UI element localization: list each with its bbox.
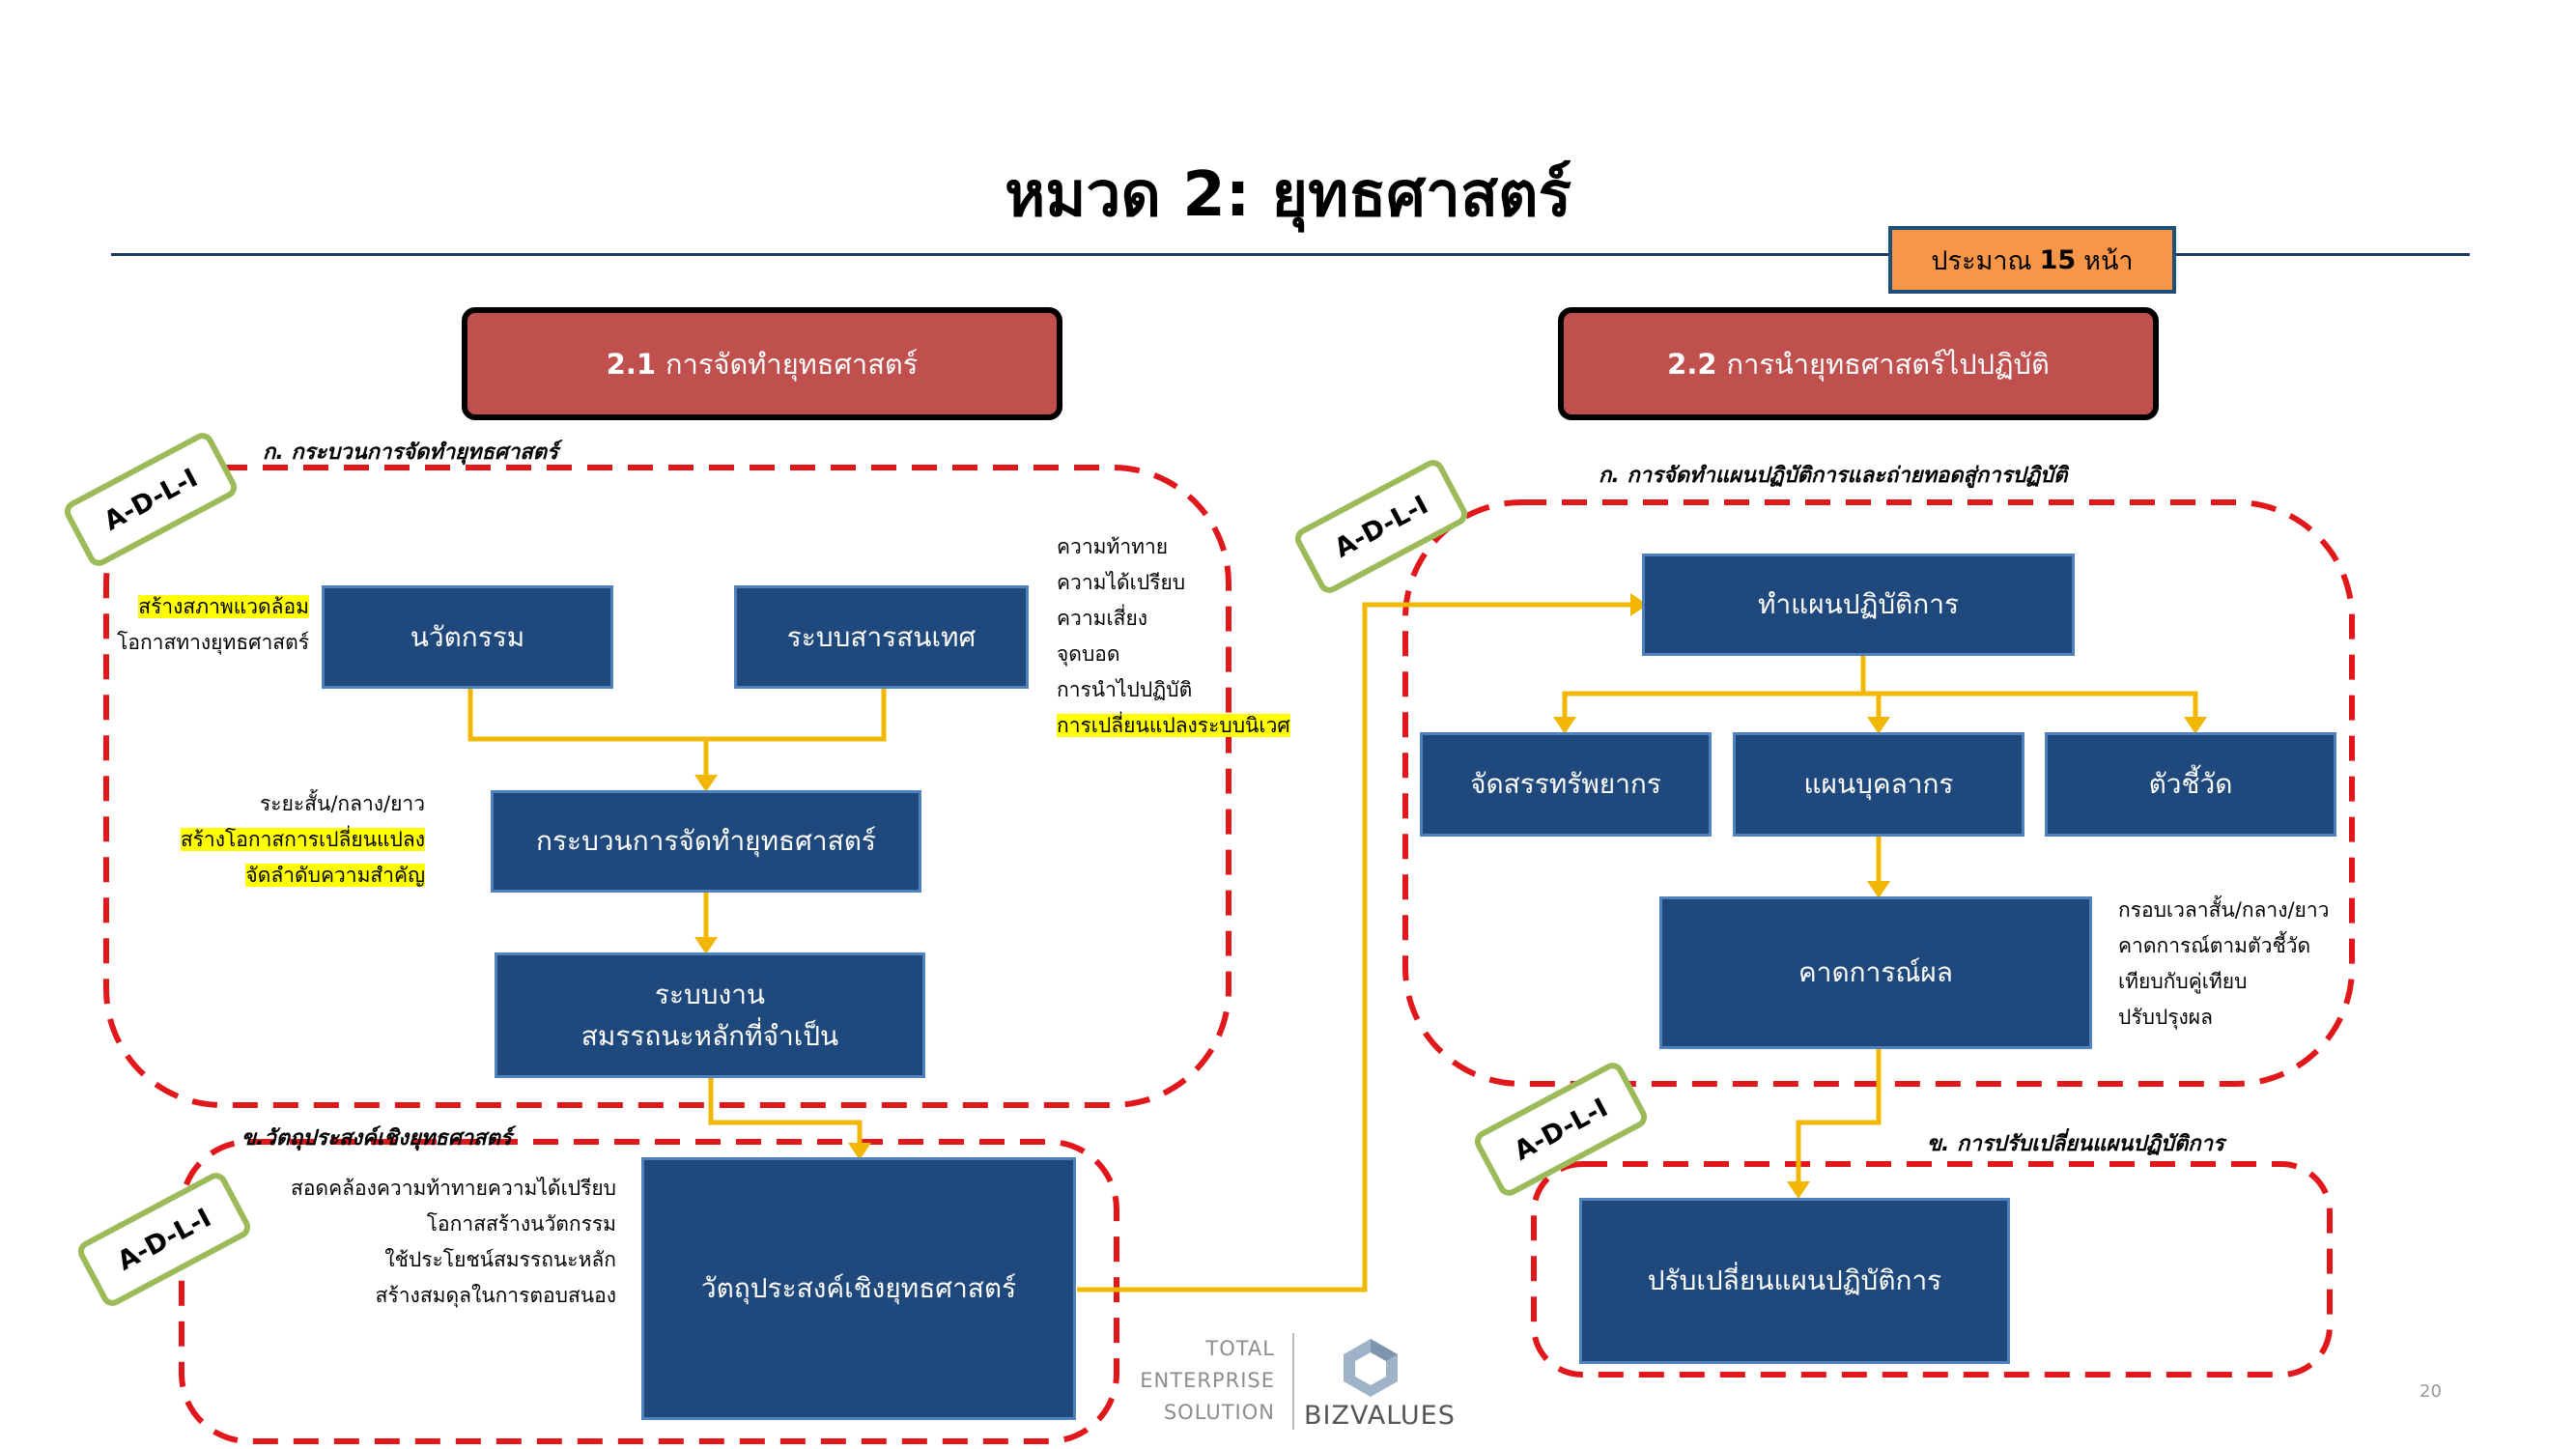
section-2-2-number: 2.2 <box>1667 347 1717 381</box>
connector-innovation-to-process <box>467 689 887 742</box>
bizvalues-logo-icon <box>1344 1339 1398 1397</box>
arrowhead <box>1553 717 1576 734</box>
note-objective-item: โอกาสสร้างนวัตกรรม <box>426 1212 616 1236</box>
page-number: 20 <box>2420 1381 2442 1402</box>
note-objective-item: สอดคล้องความท้าทายความได้เปรียบ <box>291 1177 616 1200</box>
logo-divider <box>1292 1333 1294 1430</box>
arrowhead <box>848 1143 871 1160</box>
box-strategy-process: กระบวนการจัดทำยุทธศาสตร์ <box>491 790 921 893</box>
section-2-2-header: 2.2 การนำยุทธศาสตร์ไปปฏิบัติ <box>1558 307 2159 420</box>
connector-projection-to-modify <box>1796 1048 1882 1194</box>
note-information-item: จุดบอด <box>1057 642 1120 666</box>
note-projection-item: คาดการณ์ตามตัวชี้วัด <box>2118 934 2311 957</box>
section-2-1-number: 2.1 <box>606 347 657 381</box>
note-information-item: ความได้เปรียบ <box>1057 571 1186 594</box>
arrowhead <box>1630 593 1648 616</box>
right-sub-a-title: ก. การจัดทำแผนปฏิบัติการและถ่ายทอดสู่การ… <box>1599 464 2068 488</box>
note-objective-item: ใช้ประโยชน์สมรรถนะหลัก <box>384 1248 616 1271</box>
box-indicators: ตัวชี้วัด <box>2045 732 2336 837</box>
logo-tagline-line: TOTAL <box>1205 1337 1275 1360</box>
page-count-badge: ประมาณ 15 หน้า <box>1888 226 2176 294</box>
note-projection-item: กรอบเวลาสั้น/กลาง/ยาว <box>2118 898 2330 922</box>
box-action-plan: ทำแผนปฏิบัติการ <box>1642 554 2075 656</box>
box-work-system: ระบบงาน สมรรถนะหลักที่จำเป็น <box>495 952 925 1078</box>
note-process: ระยะสั้น/กลาง/ยาว สร้างโอกาสการเปลี่ยนแป… <box>135 786 425 894</box>
arrowhead <box>1787 1181 1810 1199</box>
connector-worksystem-to-objective <box>708 1075 863 1155</box>
left-sub-b-title: ข.วัตถุประสงค์เชิงยุทธศาสตร์ <box>241 1126 512 1151</box>
note-information-item: ความเสี่ยง <box>1057 607 1148 630</box>
note-innovation-item: สร้างสภาพแวดล้อม <box>138 595 309 618</box>
connector-actionplan-indicators <box>1863 691 2198 729</box>
box-projection: คาดการณ์ผล <box>1659 896 2092 1049</box>
left-sub-a-title: ก. กระบวนการจัดทำยุทธศาสตร์ <box>263 440 558 465</box>
note-process-item: สร้างโอกาสการเปลี่ยนแปลง <box>180 828 425 851</box>
box-work-system-line1: ระบบงาน <box>654 978 766 1010</box>
note-objective: สอดคล้องความท้าทายความได้เปรียบ โอกาสสร้… <box>230 1171 616 1314</box>
page-count-suffix: หน้า <box>2083 245 2134 276</box>
region-strategy-process <box>103 465 1231 1108</box>
arrowhead <box>1867 717 1890 734</box>
arrowhead <box>2184 717 2207 734</box>
box-information-system: ระบบสารสนเทศ <box>734 585 1029 689</box>
page-title: หมวด 2: ยุทธศาสตร์ <box>1005 159 1571 231</box>
note-projection-item: ปรับปรุงผล <box>2118 1006 2213 1029</box>
note-information-item: ความท้าทาย <box>1057 535 1169 558</box>
note-information-item: การเปลี่ยนแปลงระบบนิเวศ <box>1057 714 1290 737</box>
note-innovation: สร้างสภาพแวดล้อม โอกาสทางยุทธศาสตร์ <box>116 589 309 661</box>
note-process-item: ระยะสั้น/กลาง/ยาว <box>260 792 425 815</box>
brand-name: BIZVALUES <box>1304 1401 1456 1431</box>
page-count-number: 15 <box>2039 244 2077 275</box>
note-projection-item: เทียบกับคู่เทียบ <box>2118 970 2248 993</box>
note-information-item: การนำไปปฏิบัติ <box>1057 678 1193 701</box>
box-modify-action-plan: ปรับเปลี่ยนแผนปฏิบัติการ <box>1579 1198 2010 1364</box>
arrowhead <box>1867 881 1890 898</box>
logo-tagline-line: ENTERPRISE <box>1140 1369 1275 1392</box>
right-sub-b-title: ข. การปรับเปลี่ยนแผนปฏิบัติการ <box>1927 1132 2224 1156</box>
section-2-1-label: การจัดทำยุทธศาสตร์ <box>665 347 919 381</box>
logo-tagline: TOTAL ENTERPRISE SOLUTION <box>1140 1333 1275 1429</box>
box-strategic-objective: วัตถุประสงค์เชิงยุทธศาสตร์ <box>641 1157 1076 1420</box>
section-2-2-label: การนำยุทธศาสตร์ไปปฏิบัติ <box>1726 347 2050 381</box>
note-objective-item: สร้างสมดุลในการตอบสนอง <box>375 1284 616 1307</box>
box-resource-allocation: จัดสรรทรัพยากร <box>1420 732 1712 837</box>
arrowhead <box>694 937 718 954</box>
section-2-1-header: 2.1 การจัดทำยุทธศาสตร์ <box>462 307 1062 420</box>
note-information: ความท้าทาย ความได้เปรียบ ความเสี่ยง จุดบ… <box>1057 529 1290 744</box>
arrowhead <box>694 775 718 792</box>
box-innovation: นวัตกรรม <box>322 585 613 689</box>
logo-tagline-line: SOLUTION <box>1163 1401 1275 1424</box>
region-plan-modification <box>1531 1161 2333 1378</box>
page-count-prefix: ประมาณ <box>1931 245 2032 276</box>
note-innovation-item: โอกาสทางยุทธศาสตร์ <box>117 631 309 654</box>
note-projection: กรอบเวลาสั้น/กลาง/ยาว คาดการณ์ตามตัวชี้ว… <box>2118 893 2329 1036</box>
box-hr-plan: แผนบุคลากร <box>1733 732 2024 837</box>
note-process-item: จัดลำดับความสำคัญ <box>245 864 425 887</box>
title-divider <box>111 253 2470 256</box>
connector-actionplan-split <box>1562 654 1866 729</box>
connector-objective-to-actionplan <box>1077 602 1642 1293</box>
box-work-system-line2: สมรรถนะหลักที่จำเป็น <box>580 1020 839 1052</box>
